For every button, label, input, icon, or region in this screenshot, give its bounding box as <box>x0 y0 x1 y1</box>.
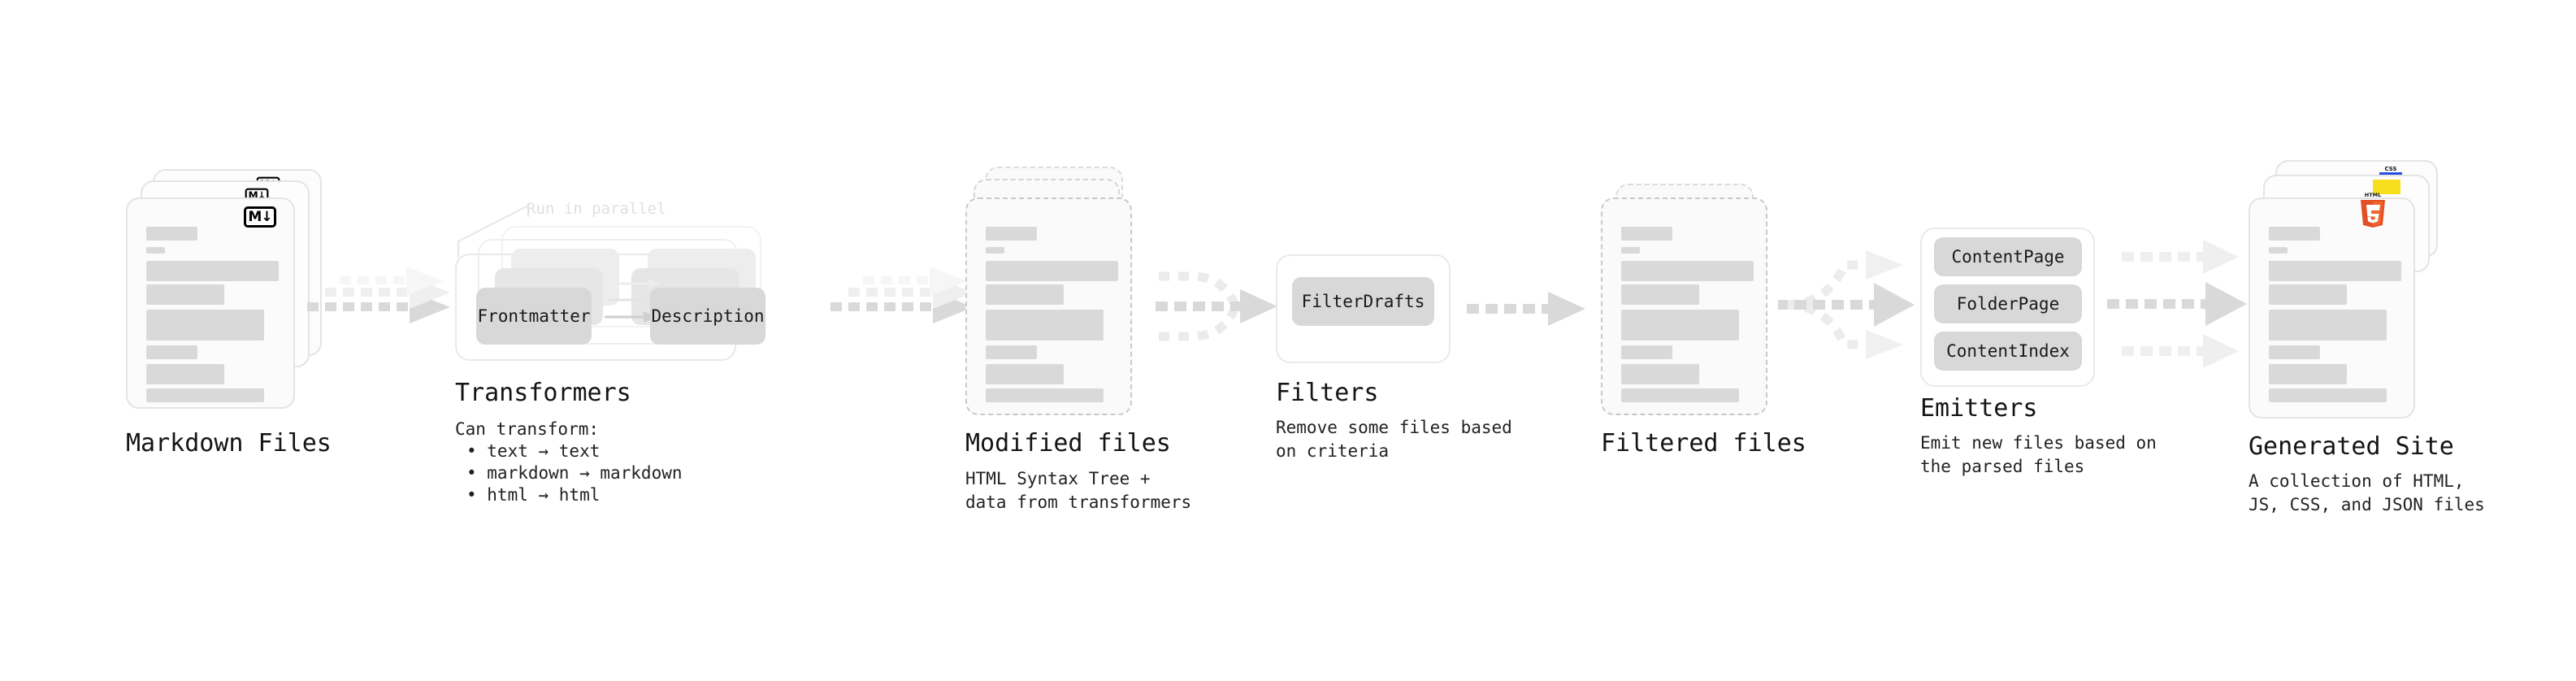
modified-files-title: Modified files <box>965 429 1171 458</box>
html5-logo: HTML <box>2361 192 2385 228</box>
markdown-logo-text-front: M↓ <box>248 208 272 225</box>
skeleton-line <box>146 247 165 254</box>
arrow-modified-to-filters <box>1156 271 1277 341</box>
run-in-parallel-label: Run in parallel <box>527 200 666 218</box>
skeleton-line <box>2269 364 2347 384</box>
skeleton-line <box>986 388 1104 402</box>
skeleton-line <box>2269 310 2387 340</box>
modified-files-sub-1: HTML Syntax Tree + <box>965 469 1151 488</box>
markdown-file-card-front <box>126 197 295 409</box>
filtered-file-card-front <box>1601 197 1767 415</box>
skeleton-line <box>986 364 1064 384</box>
chip-contentpage[interactable]: ContentPage <box>1934 237 2082 276</box>
skeleton-line <box>1621 284 1699 305</box>
skeleton-line <box>146 345 197 359</box>
emitters-sub-1: Emit new files based on <box>1920 433 2157 453</box>
chip-filterdrafts[interactable]: FilterDrafts <box>1292 277 1434 326</box>
arrow-filters-to-filtered <box>1467 292 1585 326</box>
skeleton-line <box>146 227 197 241</box>
skeleton-line <box>146 388 264 402</box>
skeleton-line <box>2269 261 2401 281</box>
transformers-bullet-3: • html → html <box>466 485 601 505</box>
generated-site-sub-1: A collection of HTML, <box>2249 471 2465 491</box>
skeleton-line <box>146 261 279 281</box>
css-logo-text: CSS <box>2384 166 2397 172</box>
arrow-transformers-to-modified <box>830 267 974 323</box>
transformers-intro: Can transform: <box>455 419 600 439</box>
skeleton-line <box>2269 247 2288 254</box>
skeleton-line <box>986 310 1104 340</box>
chip-folderpage[interactable]: FolderPage <box>1934 284 2082 323</box>
skeleton-line <box>986 261 1118 281</box>
modified-files-sub-2: data from transformers <box>965 492 1192 512</box>
arrow-filtered-to-emitters <box>1778 250 1915 359</box>
transformers-bullet-2: • markdown → markdown <box>466 463 683 483</box>
chip-contentindex[interactable]: ContentIndex <box>1934 332 2082 371</box>
skeleton-line <box>2269 284 2347 305</box>
skeleton-line <box>146 284 224 305</box>
skeleton-line <box>2269 388 2387 402</box>
skeleton-line <box>146 364 224 384</box>
skeleton-line <box>1621 364 1699 384</box>
filtered-files-title: Filtered files <box>1601 429 1806 458</box>
run-in-parallel-bracket <box>458 204 529 258</box>
skeleton-line <box>986 227 1037 241</box>
skeleton-line <box>1621 345 1672 359</box>
skeleton-line <box>986 284 1064 305</box>
transformers-bullet-1: • text → text <box>466 441 601 461</box>
skeleton-line <box>1621 310 1739 340</box>
modified-file-card-front <box>965 197 1132 415</box>
markdown-logo-front: M↓ <box>244 206 276 228</box>
skeleton-line <box>1621 227 1672 241</box>
chip-description[interactable]: Description <box>650 288 765 345</box>
markdown-files-title: Markdown Files <box>126 429 332 458</box>
filters-title: Filters <box>1276 379 1379 407</box>
skeleton-line <box>986 345 1037 359</box>
emitters-sub-2: the parsed files <box>1920 457 2085 476</box>
skeleton-line <box>2269 227 2320 241</box>
filters-sub-1: Remove some files based <box>1276 418 1512 437</box>
css-logo: CSS <box>2379 166 2402 177</box>
filters-sub-2: on criteria <box>1276 441 1390 461</box>
generated-site-card-front <box>2249 197 2415 419</box>
arrow-markdown-to-transformers <box>307 267 450 323</box>
skeleton-line <box>1621 261 1754 281</box>
skeleton-line <box>1621 388 1739 402</box>
css-logo-bar <box>2379 172 2402 176</box>
skeleton-line <box>2269 345 2320 359</box>
transformers-title: Transformers <box>455 379 631 407</box>
skeleton-line <box>146 310 264 340</box>
skeleton-line <box>1621 247 1640 254</box>
emitters-title: Emitters <box>1920 394 2038 423</box>
js-logo <box>2373 180 2400 194</box>
chip-frontmatter[interactable]: Frontmatter <box>476 288 592 345</box>
generated-site-title: Generated Site <box>2249 432 2454 461</box>
generated-site-sub-2: JS, CSS, and JSON files <box>2249 495 2485 514</box>
arrow-emitters-to-site <box>2107 240 2247 368</box>
svg-text:HTML: HTML <box>2365 192 2381 198</box>
skeleton-line <box>986 247 1004 254</box>
